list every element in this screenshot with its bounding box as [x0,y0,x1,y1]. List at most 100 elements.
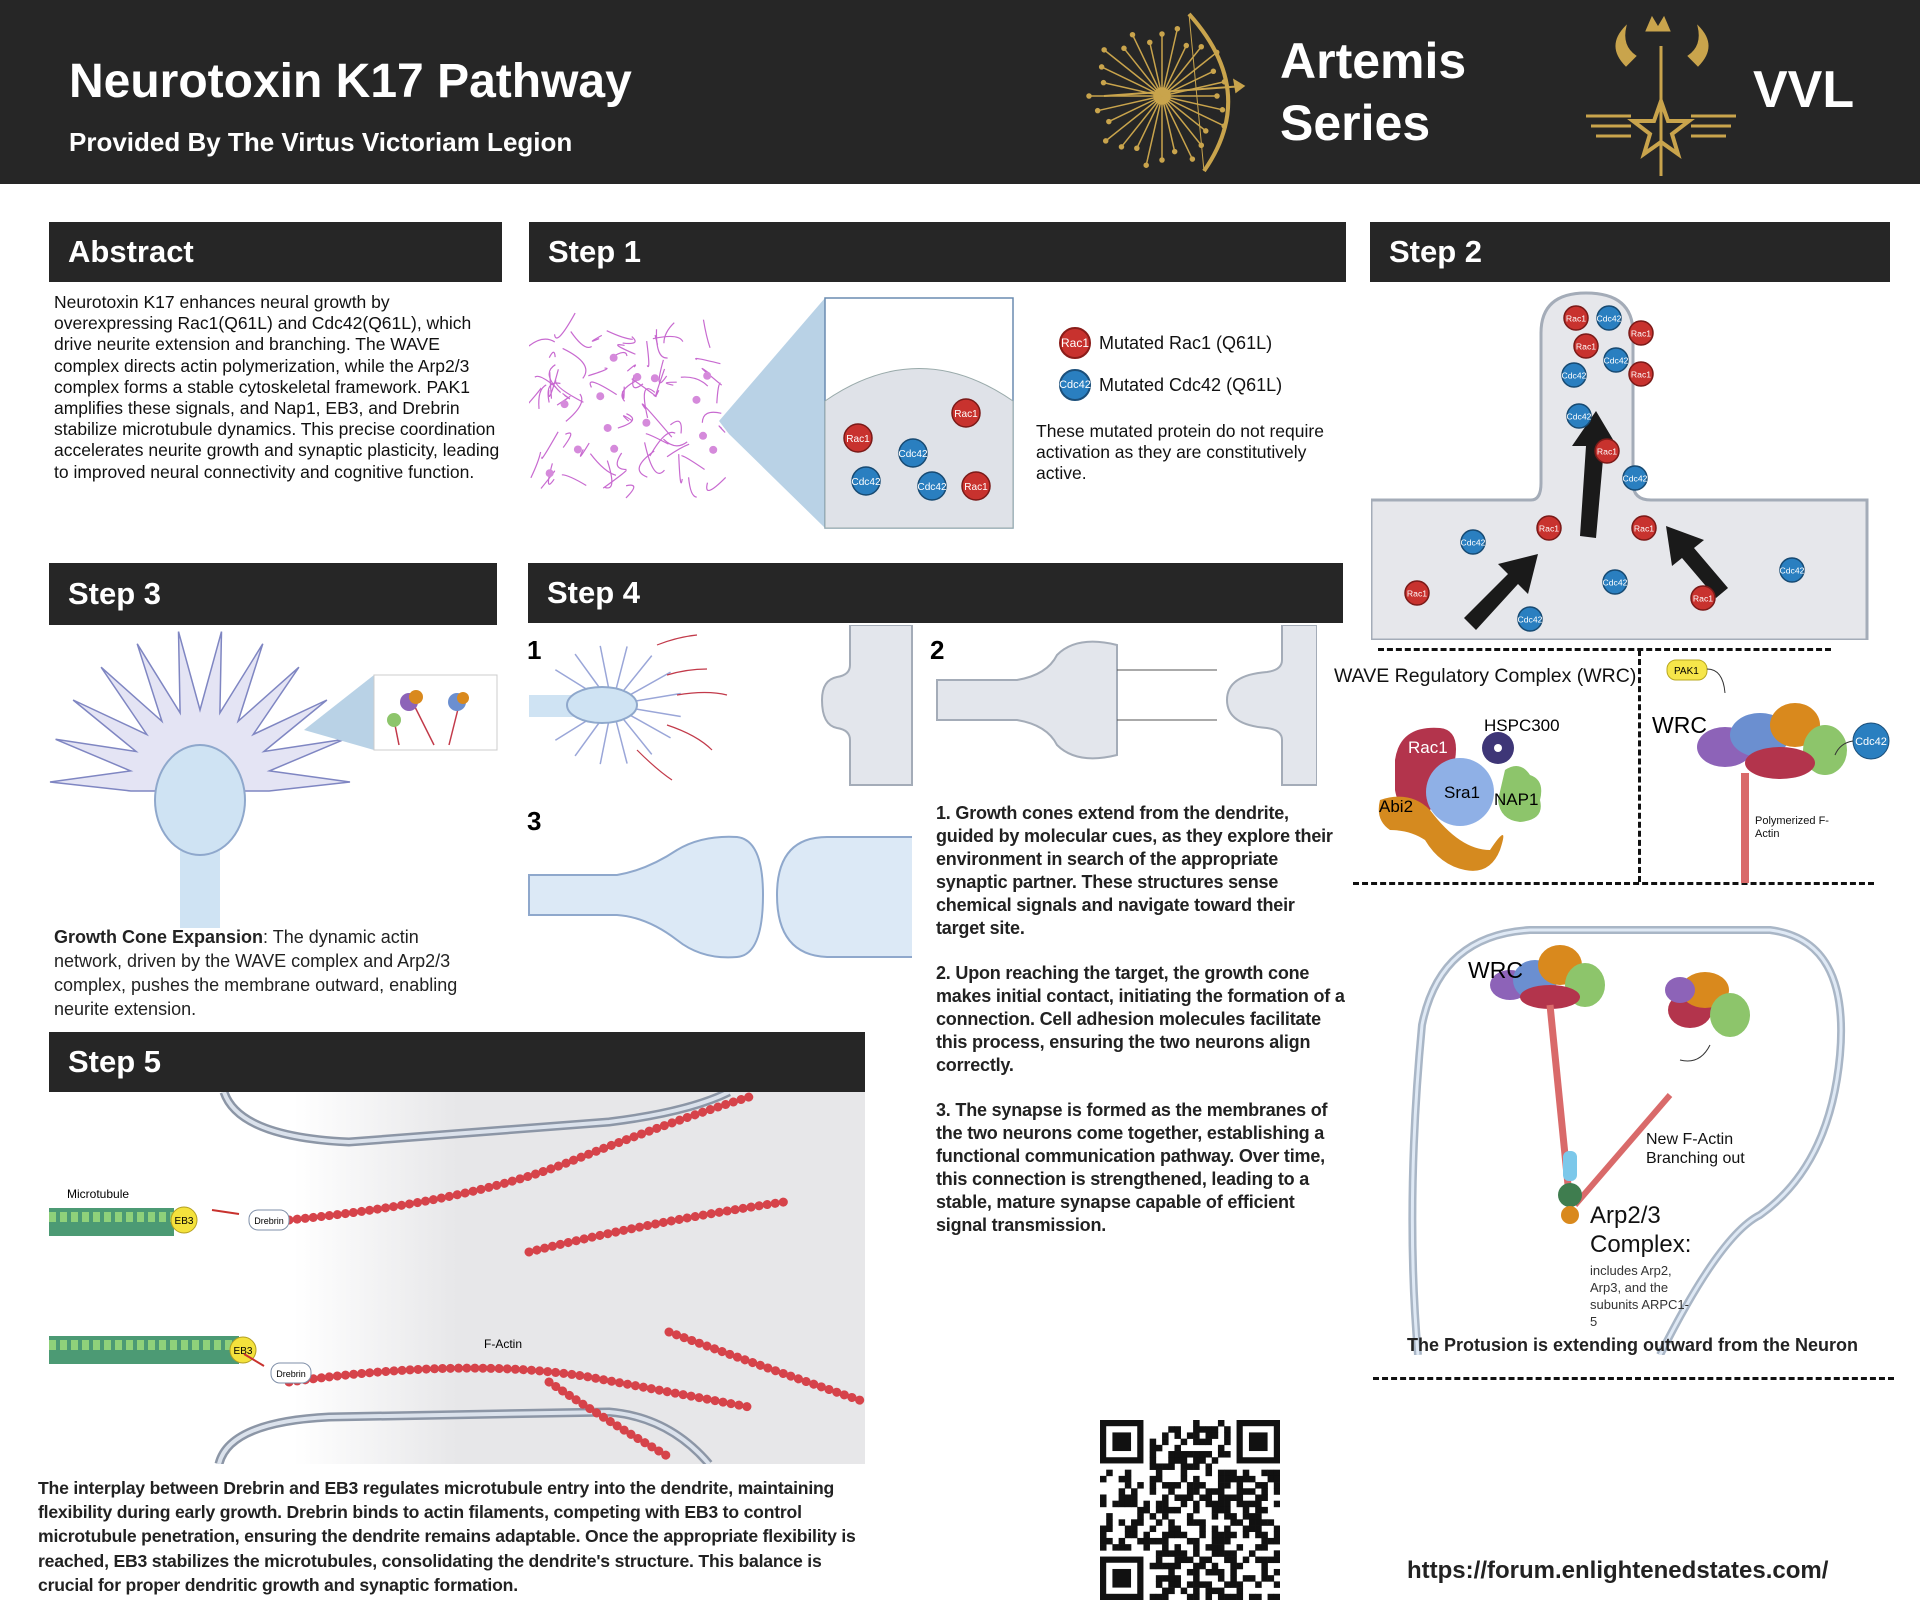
molecule-label: Rac1 [1693,594,1713,604]
legend-item-cdc42: Cdc42 Mutated Cdc42 (Q61L) [1059,365,1282,405]
step4-paragraph: 3. The synapse is formed as the membrane… [936,1100,1328,1235]
step4-heading: Step 4 [528,563,1343,623]
org-abbrev: VVL [1753,61,1855,119]
cdc42-label: Cdc42 [1855,736,1887,748]
protrusion-wrc-label: WRC [1468,957,1523,983]
drebrin-label: Drebrin [254,1216,284,1226]
qr-code-icon [1100,1420,1280,1600]
cdc42-molecule: Cdc42 [898,438,928,468]
forum-url-link[interactable]: https://forum.enlightenedstates.com/ [1407,1557,1829,1584]
molecule-label: Rac1 [1631,329,1651,339]
page-title: Neurotoxin K17 Pathway [69,55,632,108]
step1-legend: Rac1 Mutated Rac1 (Q61L) Cdc42 Mutated C… [1059,323,1282,405]
molecule-label: Rac1 [1539,524,1559,534]
cdc42-molecule: Cdc42 [1460,529,1486,555]
molecule-label: Rac1 [1407,589,1427,599]
step3-heading: Step 3 [49,563,497,625]
microtubule-label: Microtubule [67,1187,129,1201]
step4-text: 1. Growth cones extend from the dendrite… [936,802,1346,1237]
molecule-label: Rac1 [954,409,978,420]
wrc-part-label: HSPC300 [1484,716,1560,735]
molecule-label: Cdc42 [1604,356,1629,366]
synapse-formation-diagram: 1 2 3 [527,625,1317,959]
panel-number: 2 [930,635,944,665]
growth-cone-diagram [49,631,498,928]
rac1-molecule: Rac1 [1628,361,1654,387]
arp23-title: Arp2/3 Complex: [1590,1202,1692,1258]
molecule-label: Cdc42 [1461,538,1486,548]
caption-bold: Growth Cone Expansion [54,927,264,947]
page-subtitle: Provided By The Virtus Victoriam Legion [69,127,573,157]
panel-number: 3 [527,806,541,836]
rac1-molecule: Rac1 [1594,438,1620,464]
caption-rest: : The dynamic actin network, driven by t… [54,927,458,1019]
pak1-label: PAK1 [1674,666,1699,677]
rac1-icon: Rac1 [1059,327,1091,359]
rac1-molecule: Rac1 [1628,320,1654,346]
protrusion-arp23-diagram: WRC New F-Actin Branching out Arp2/3 Com… [1408,926,1846,1355]
abstract-text: Neurotoxin K17 enhances neural growth by… [54,292,500,482]
arp23-description: includes Arp2, Arp3, and the subunits AR… [1590,1263,1689,1329]
molecule-label: Cdc42 [1603,578,1628,588]
legend-item-rac1: Rac1 Mutated Rac1 (Q61L) [1059,323,1282,363]
wrc-part-label: Abi2 [1379,797,1413,816]
cdc42-molecule: Cdc42 [1596,305,1622,331]
molecule-label: Rac1 [1566,314,1586,324]
molecule-label: Rac1 [846,434,870,445]
molecule-label: Cdc42 [1597,314,1622,324]
molecule-label: Rac1 [1631,370,1651,380]
divider [1638,650,1641,882]
molecule-label: Cdc42 [917,482,947,493]
arrow-up-left-icon [1666,526,1728,598]
molecule-label: Cdc42 [898,449,928,460]
step3-caption: Growth Cone Expansion: The dynamic actin… [54,925,484,1021]
zoom-cone [719,298,825,528]
divider [1373,1377,1894,1380]
wrc-part-label: NAP1 [1494,790,1538,809]
cdc42-icon: Cdc42 [1059,369,1091,401]
rac1-molecule: Rac1 [1690,585,1716,611]
molecule-label: Cdc42 [1518,615,1543,625]
eb3-label: EB3 [234,1346,253,1357]
molecule-label: Cdc42 [1780,566,1805,576]
rac1-molecule: Rac1 [843,423,873,453]
cdc42-molecule: Cdc42 [1603,347,1629,373]
arrow-up-right-icon [1464,554,1538,630]
microtubule-actin-diagram: EB3 EB3 Drebrin Drebrin Microtubule F-Ac… [49,1092,865,1464]
rac1-molecule: Rac1 [1563,305,1589,331]
step1-description: These mutated protein do not require act… [1036,421,1324,483]
legend-label: Mutated Cdc42 (Q61L) [1099,374,1283,395]
legend-label: Mutated Rac1 (Q61L) [1099,332,1273,353]
molecule-label: Cdc42 [1562,371,1587,381]
wrc-activation-diagram: PAK1 WRC Cdc42 Polymerized F-Actin [1652,659,1890,883]
step5-text: The interplay between Drebrin and EB3 re… [38,1478,856,1595]
wrc-complex-diagram: Rac1 HSPC300 Sra1 Abi2 NAP1 [1378,716,1560,871]
cdc42-molecule: Cdc42 [1622,465,1648,491]
series-line1: Artemis [1280,33,1467,89]
step2-heading: Step 2 [1370,222,1890,282]
step4-paragraph: 1. Growth cones extend from the dendrite… [936,803,1333,938]
cdc42-molecule: Cdc42 [1779,557,1805,583]
wrc-part-label: Sra1 [1444,783,1480,802]
rac1-molecule: Rac1 [1536,515,1562,541]
molecule-label: Rac1 [1576,342,1596,352]
rac1-molecule: Rac1 [951,398,981,428]
rac1-molecule: Rac1 [1404,580,1430,606]
molecule-label: Rac1 [1634,524,1654,534]
step5-heading: Step 5 [49,1032,865,1092]
abstract-heading: Abstract [49,222,502,282]
neuron-network [529,312,727,499]
vvl-emblem-icon [1586,15,1736,176]
factin-label: F-Actin [484,1337,522,1351]
eb3-label: EB3 [175,1216,194,1227]
cdc42-molecule: Cdc42 [1561,362,1587,388]
cdc42-molecule: Cdc42 [1602,569,1628,595]
molecule-label: Cdc42 [1567,412,1592,422]
rac1-molecule: Rac1 [1631,515,1657,541]
rac1-molecule: Rac1 [1573,333,1599,359]
step4-paragraph: 2. Upon reaching the target, the growth … [936,963,1345,1075]
wrc-title: WAVE Regulatory Complex (WRC) [1334,665,1637,687]
wrc-part-label: Rac1 [1408,738,1448,757]
polymerized-factin-label: Polymerized F-Actin [1755,815,1829,840]
